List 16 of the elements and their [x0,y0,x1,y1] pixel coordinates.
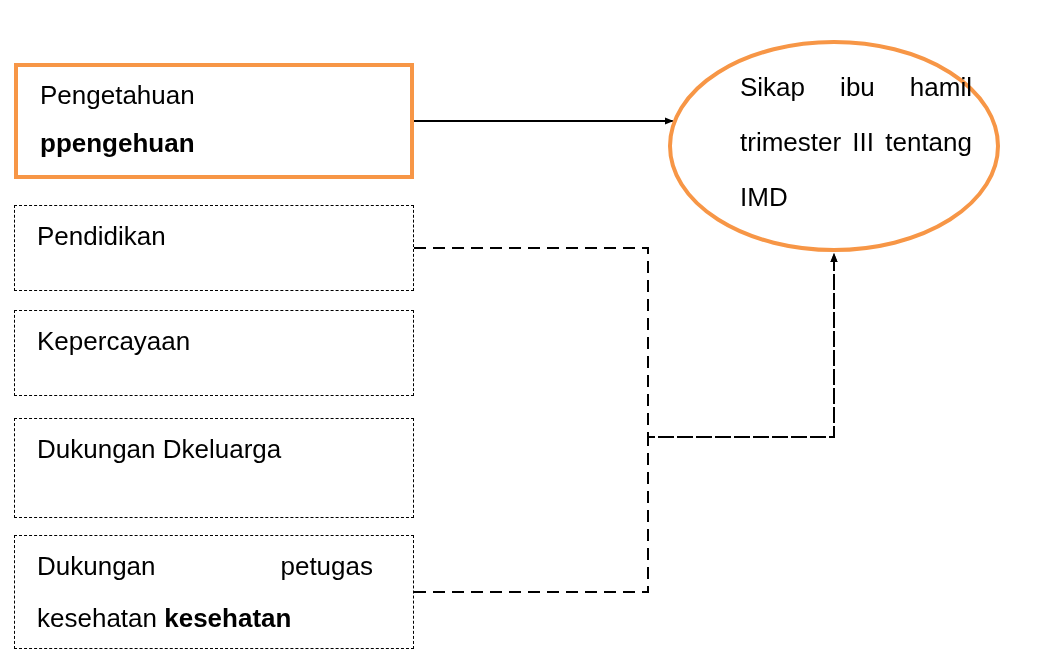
arrow [413,247,838,438]
process-box [14,63,414,179]
arrow [413,253,838,593]
node-text: Sikap ibu hamil trimester III tentang IMD [740,71,972,214]
dashed-box [14,418,414,518]
oval-node [668,40,1000,252]
dashed-box [14,310,414,396]
arrow [413,117,674,125]
node-text: Dukungan Dkeluarga [37,433,283,466]
node-text: Kepercayaan [37,325,192,358]
dashed-box [14,205,414,291]
node-text: Pengetahuan [40,79,196,112]
node-text: Pendidikan [37,220,167,253]
dashed-box [14,535,414,649]
node-text: ppengehuan [40,127,196,160]
node-text: Dukungan petugas kesehatan kesehatan [37,550,373,635]
